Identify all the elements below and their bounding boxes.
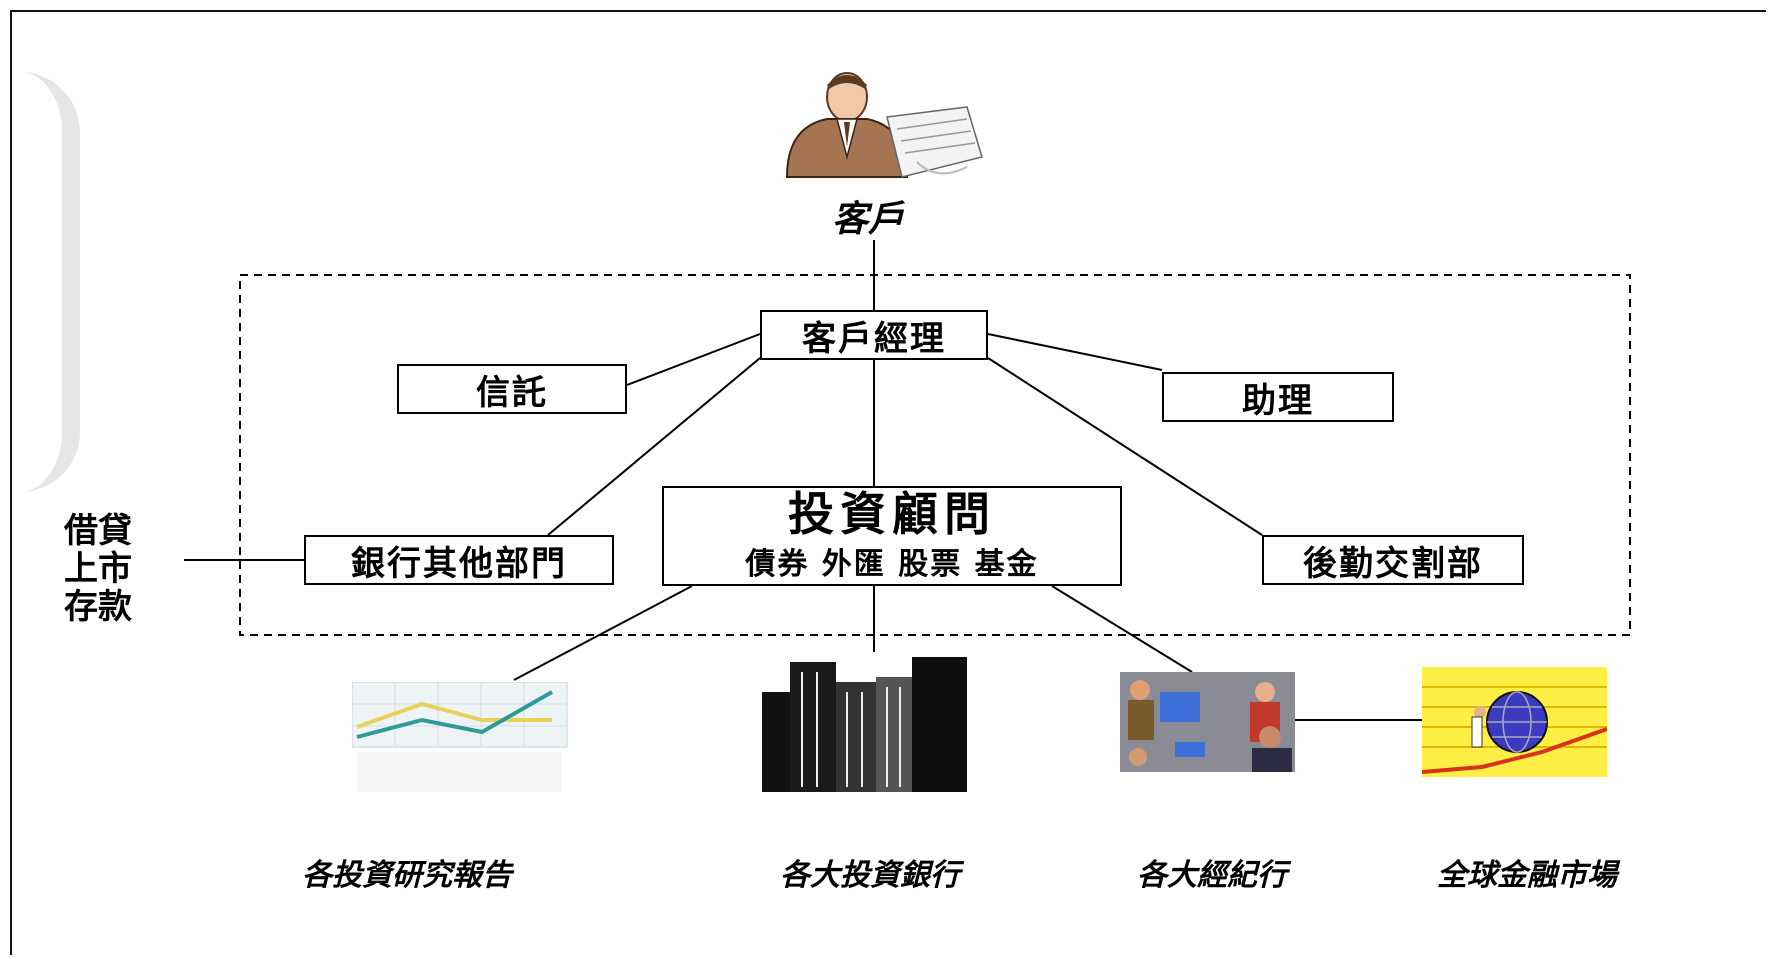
advisor-title: 投資顧問 bbox=[788, 486, 996, 541]
deposit-label: 存款 bbox=[64, 587, 132, 627]
listing-label: 上市 bbox=[64, 549, 132, 589]
diagram-slide: 客戶 客戶經理 信託 助理 銀行其他部門 投資顧問 債券 外匯 股票 基金 後勤… bbox=[10, 10, 1766, 955]
advisor-products: 債券 外匯 股票 基金 bbox=[745, 547, 1039, 583]
global-markets-label: 全球金融市場 bbox=[1437, 858, 1617, 893]
decorative-arc bbox=[12, 72, 80, 492]
lending-label: 借貸 bbox=[64, 511, 132, 551]
line-chart-icon bbox=[352, 682, 568, 792]
client-manager-box: 客戶經理 bbox=[760, 310, 988, 360]
client-label: 客戶 bbox=[832, 199, 905, 240]
line-manager-trust bbox=[626, 333, 761, 386]
back-office-box: 後勤交割部 bbox=[1262, 535, 1524, 585]
trust-box: 信託 bbox=[397, 364, 627, 414]
line-advisor-research bbox=[513, 585, 693, 681]
investment-advisor-box: 投資顧問 債券 外匯 股票 基金 bbox=[662, 486, 1122, 586]
businessman-icon bbox=[785, 72, 983, 178]
brokerages-label: 各大經紀行 bbox=[1137, 858, 1287, 893]
skyscraper-icon bbox=[762, 657, 967, 792]
lending-services: 借貸 上市 存款 bbox=[64, 512, 154, 626]
meeting-icon bbox=[1120, 672, 1295, 772]
line-manager-backoffice bbox=[987, 357, 1263, 536]
line-manager-assistant bbox=[987, 333, 1163, 371]
investment-banks-label: 各大投資銀行 bbox=[780, 858, 960, 893]
line-advisor-brokers bbox=[1051, 585, 1193, 673]
connector-lines bbox=[184, 240, 1631, 721]
bank-boundary bbox=[239, 274, 1631, 636]
assistant-box: 助理 bbox=[1162, 372, 1394, 422]
line-manager-other bbox=[547, 357, 761, 536]
other-departments-box: 銀行其他部門 bbox=[304, 535, 614, 585]
globe-market-icon bbox=[1422, 667, 1607, 777]
research-reports-label: 各投資研究報告 bbox=[302, 858, 512, 893]
